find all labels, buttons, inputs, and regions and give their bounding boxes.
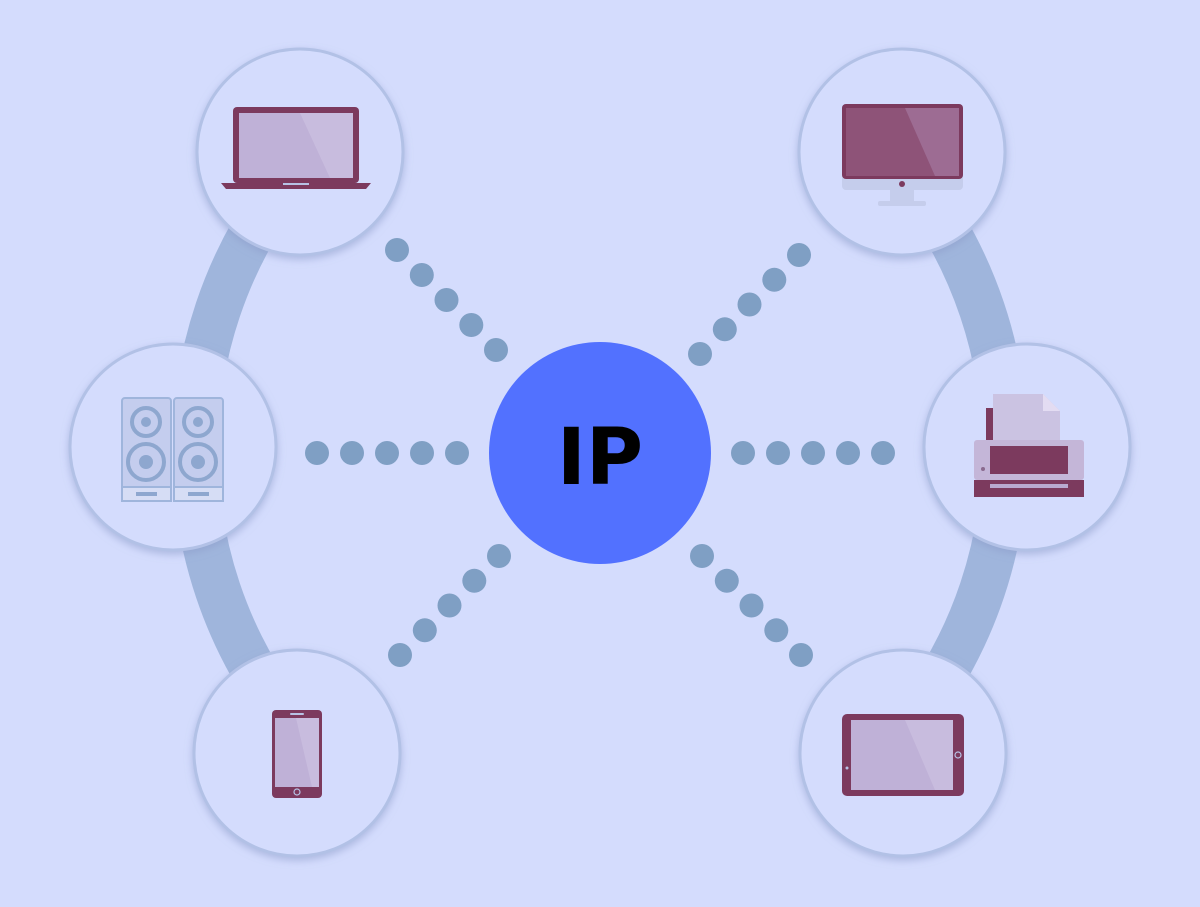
connector-dot [712, 317, 737, 342]
connector-dot [789, 643, 813, 667]
ip-hub-circle [489, 342, 711, 564]
connector-speakers [305, 441, 469, 465]
connector-dot [487, 544, 511, 568]
speakers-icon [121, 397, 224, 502]
device-node-speakers [68, 342, 278, 552]
connector-dot [412, 618, 437, 643]
connector-dot [445, 441, 469, 465]
connector-dot [836, 441, 860, 465]
device-node-tablet [798, 648, 1008, 858]
ip-hub-label: IP [557, 413, 643, 503]
connector-dot [766, 441, 790, 465]
connector-dot [688, 342, 712, 366]
connector-dot [409, 263, 434, 287]
connector-dot [434, 288, 459, 312]
connector-dot [739, 593, 764, 618]
connector-dot [714, 568, 739, 593]
connector-desktop [688, 243, 811, 366]
device-node-smartphone [192, 648, 402, 858]
laptop-icon [221, 107, 371, 189]
connector-dot [459, 313, 484, 337]
ip-hub: IP [489, 342, 711, 564]
connector-dot [388, 643, 412, 667]
connector-dot [764, 618, 789, 643]
connector-dot [871, 441, 895, 465]
connector-dot [410, 441, 434, 465]
printer-icon [974, 394, 1084, 497]
connector-dot [762, 267, 787, 292]
connector-dot [787, 243, 811, 267]
device-node-desktop [797, 47, 1007, 257]
connector-dot [484, 338, 508, 362]
connector-dot [690, 544, 714, 568]
device-node-laptop [195, 47, 405, 257]
connector-dot [375, 441, 399, 465]
connector-dot [340, 441, 364, 465]
desktop-monitor-icon [842, 104, 963, 206]
smartphone-icon [272, 710, 322, 798]
tablet-icon [842, 714, 964, 796]
connector-smartphone [388, 544, 511, 667]
connector-dot [801, 441, 825, 465]
device-node-printer [922, 342, 1132, 552]
connector-dot [385, 238, 409, 262]
connector-dot [731, 441, 755, 465]
connector-laptop [385, 238, 508, 362]
connector-dot [305, 441, 329, 465]
connector-dot [737, 292, 762, 317]
connector-dot [462, 568, 487, 593]
connector-tablet [690, 544, 813, 667]
dotted-connectors [305, 238, 895, 667]
connector-dot [437, 593, 462, 618]
connector-printer [731, 441, 895, 465]
